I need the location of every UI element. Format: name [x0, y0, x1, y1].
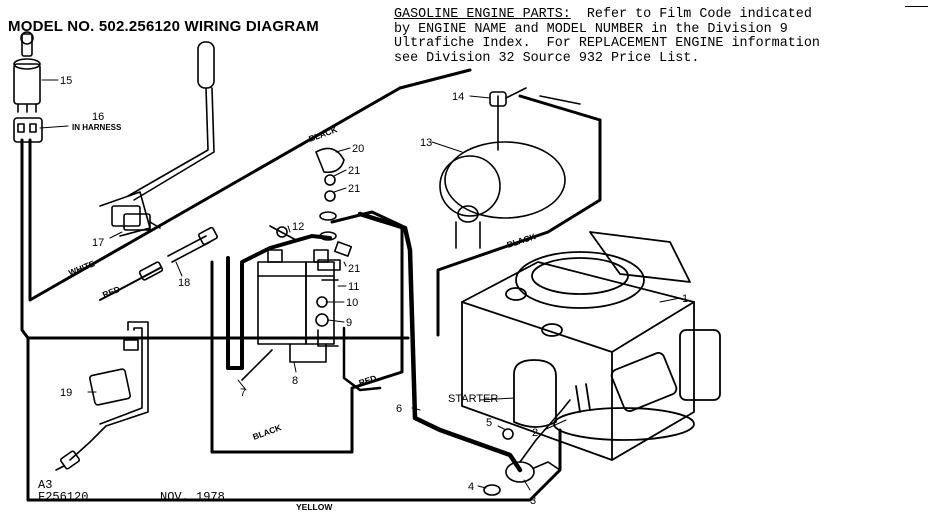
wire-engine-top	[518, 94, 602, 122]
callout-21-b: 21	[348, 183, 360, 195]
note-heading: GASOLINE ENGINE PARTS:	[394, 7, 571, 22]
callout-21-a: 21	[348, 165, 360, 177]
callout-10: 10	[346, 297, 358, 309]
wire-labels: BLACK BLACK BLACK WHITE RED RED YELLOW	[67, 124, 538, 512]
wire-black-top	[28, 86, 402, 302]
callout-12: 12	[292, 221, 304, 233]
callout-19: 19	[60, 387, 72, 399]
lever-handle	[197, 41, 215, 89]
engine-air-box	[679, 329, 721, 401]
note-line-1: Refer to Film Code indicated	[570, 7, 812, 22]
wire-black-top-end	[398, 68, 472, 90]
wire-harness	[20, 68, 602, 502]
note-line-3: Ultrafiche Index. For REPLACEMENT ENGINE…	[394, 36, 820, 51]
rectifier	[55, 321, 149, 471]
rectifier-body	[89, 368, 131, 406]
part-callouts: 15 16 IN HARNESS 17 18 20 21 21 12 21 11…	[60, 75, 688, 507]
engine-shroud	[515, 251, 645, 309]
note-line-2: by ENGINE NAME and MODEL NUMBER in the D…	[394, 21, 788, 37]
solenoid	[241, 225, 335, 381]
label-black-engine: BLACK	[506, 231, 538, 250]
engine-muffler	[589, 231, 691, 283]
terminal-hardware	[315, 147, 353, 347]
callout-5: 5	[486, 417, 492, 429]
callout-17: 17	[92, 237, 104, 249]
wire-black-engine	[436, 118, 602, 337]
callout-8: 8	[292, 375, 298, 387]
starter-motor	[513, 359, 557, 428]
fuse-holder	[138, 226, 218, 281]
callout-11: 11	[348, 281, 359, 293]
leader-lines	[39, 79, 681, 491]
battery-cell-right	[305, 261, 335, 345]
label-black-bottom: BLACK	[251, 422, 283, 442]
footer-code-a3: A3	[38, 478, 53, 492]
callout-4: 4	[468, 481, 474, 493]
label-red-mid: RED	[358, 373, 378, 388]
label-white: WHITE	[67, 258, 96, 278]
wire-red-left	[99, 267, 161, 301]
starter-terminal	[483, 399, 571, 496]
callout-15: 15	[60, 75, 72, 87]
seat-switch	[123, 213, 161, 231]
diagram-title: MODEL NO. 502.256120 WIRING DIAGRAM	[8, 18, 319, 35]
callout-1: 1	[682, 293, 688, 305]
lift-lever	[99, 41, 215, 237]
callout-9: 9	[346, 317, 352, 329]
callout-in-harness: IN HARNESS	[72, 123, 122, 132]
callout-13: 13	[420, 137, 432, 149]
header-rule	[905, 0, 928, 7]
callout-3: 3	[530, 495, 536, 507]
note-line-4: see Division 32 Source 932 Price List.	[394, 50, 700, 66]
engine	[461, 231, 721, 461]
wire-yellow	[26, 336, 562, 502]
wire-solenoid-loop	[226, 234, 332, 370]
label-yellow: YELLOW	[296, 502, 333, 512]
wire-red-mid	[342, 326, 382, 392]
callout-18: 18	[178, 277, 190, 289]
wire-main-loop	[20, 138, 410, 340]
label-red-left: RED	[101, 284, 121, 300]
battery-cell-left	[257, 261, 307, 345]
callout-7: 7	[240, 387, 246, 399]
callout-2: 2	[532, 427, 538, 439]
magneto-housing	[444, 141, 566, 219]
engine-side-plate	[610, 352, 678, 412]
label-black-top: BLACK	[307, 124, 339, 144]
wire-starter-cable	[357, 211, 523, 473]
engine-parts-note: GASOLINE ENGINE PARTS: Refer to Film Cod…	[394, 7, 914, 66]
terminal-boot	[315, 147, 345, 174]
engine-block	[461, 261, 695, 461]
key-icon	[21, 33, 33, 57]
key-switch-cap	[13, 58, 41, 70]
magneto-switch	[489, 91, 507, 107]
harness-connector	[13, 117, 43, 143]
callout-6: 6	[396, 403, 402, 415]
callout-16: 16	[92, 111, 104, 123]
wire-black-bottom	[210, 210, 404, 454]
callout-20: 20	[352, 143, 364, 155]
key-switch-body	[13, 63, 41, 105]
callout-21-c: 21	[348, 263, 360, 275]
key-ring-icon	[20, 31, 34, 45]
key-switch	[13, 31, 41, 113]
callout-starter: STARTER	[448, 393, 498, 405]
callout-14: 14	[452, 91, 464, 103]
magneto-assembly	[439, 87, 581, 249]
